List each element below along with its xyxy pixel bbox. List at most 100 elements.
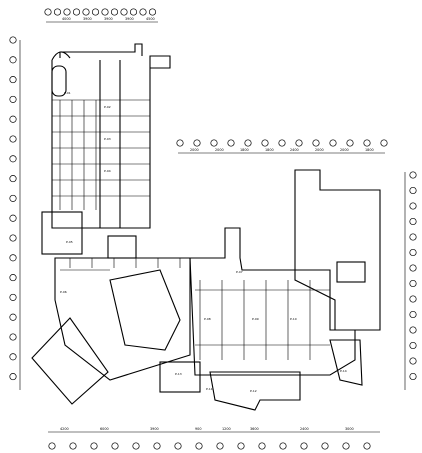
axis-bubble xyxy=(216,442,224,450)
axis-bubble xyxy=(53,8,62,16)
axis-bubble xyxy=(153,442,161,450)
dimension-label: 3900 xyxy=(104,17,113,21)
dimension-label: 4500 xyxy=(146,17,155,21)
axis-bubble xyxy=(90,442,98,450)
axis-bubble xyxy=(101,8,109,16)
room-tag: P-12 xyxy=(250,389,257,393)
dimension-label: 1800 xyxy=(265,148,274,152)
room-partitions xyxy=(52,99,330,360)
axis-bubble xyxy=(129,8,138,16)
axis-bubble xyxy=(9,115,17,123)
axis-bubble xyxy=(300,442,308,450)
axis-bubble xyxy=(409,264,417,272)
dimension-label: 2000 xyxy=(215,148,224,152)
axis-bubble xyxy=(329,139,337,147)
axis-bubble xyxy=(409,295,417,303)
axis-bubble xyxy=(111,442,119,450)
axis-bubble xyxy=(9,274,17,282)
dimension-label: 3900 xyxy=(150,427,159,431)
axis-bubble xyxy=(9,95,17,103)
room-tag: P-01 xyxy=(64,91,71,95)
axis-bubble xyxy=(409,357,417,365)
axis-bubble xyxy=(132,442,140,450)
axis-bubble xyxy=(409,326,417,334)
axis-bubble xyxy=(363,139,371,147)
axis-bubble xyxy=(9,333,17,341)
axis-bubbles xyxy=(9,8,417,450)
dimension-label: 1800 xyxy=(240,148,249,152)
axis-bubble xyxy=(261,139,269,147)
axis-bubble xyxy=(120,8,128,16)
axis-bubble xyxy=(237,442,245,450)
dimension-label: 4200 xyxy=(60,427,69,431)
top-dimension-text: 4000 3900 3900 3900 4500 xyxy=(62,17,155,21)
dimension-label: 2000 xyxy=(340,148,349,152)
room-tag: P-05 xyxy=(66,240,73,244)
axis-bubble xyxy=(44,8,52,16)
axis-bubble xyxy=(9,254,17,262)
axis-bubble xyxy=(295,139,303,147)
dimension-label: 900 xyxy=(195,427,201,431)
dimension-label: 2400 xyxy=(300,427,309,431)
room-tag: P-06 xyxy=(60,290,67,294)
axis-bubble xyxy=(363,442,371,450)
room-tag: P-07 xyxy=(236,270,243,274)
dimension-label: 1800 xyxy=(365,148,374,152)
axis-bubble xyxy=(110,8,119,16)
axis-bubble xyxy=(139,8,147,16)
axis-bubble xyxy=(9,373,17,381)
axis-bubble xyxy=(210,139,218,147)
axis-bubble xyxy=(409,279,417,288)
axis-bubble xyxy=(9,194,17,202)
axis-bubble xyxy=(9,353,17,361)
axis-bubble xyxy=(409,372,417,381)
axis-bubble xyxy=(409,248,417,257)
building-walls xyxy=(31,43,381,411)
axis-bubble xyxy=(69,442,77,450)
dimension-label: 3900 xyxy=(83,17,92,21)
axis-bubble xyxy=(409,310,417,319)
dimension-label: 6000 xyxy=(100,427,109,431)
axis-bubble xyxy=(82,8,90,16)
room-tag: P-04 xyxy=(104,169,111,173)
bottom-dimension-text: 4200 6000 3900 900 1200 3600 2400 3000 xyxy=(60,427,354,431)
axis-bubble xyxy=(9,214,17,222)
axis-bubble xyxy=(9,76,17,84)
dimension-label: 2400 xyxy=(290,148,299,152)
dimension-label: 2000 xyxy=(315,148,324,152)
dimension-label: 1200 xyxy=(222,427,231,431)
room-tag: P-10 xyxy=(290,317,297,321)
axis-bubble xyxy=(9,56,17,64)
axis-bubble xyxy=(409,202,417,210)
axis-bubble xyxy=(9,313,17,321)
room-tag: P-09 xyxy=(252,317,259,321)
room-tag: P-11 xyxy=(206,387,213,391)
axis-bubble xyxy=(409,341,417,350)
axis-bubble xyxy=(409,171,417,179)
dimension-label: 4000 xyxy=(62,17,71,21)
room-tags: P-01 P-02 P-03 P-04 P-05 P-06 P-07 P-08 … xyxy=(60,91,347,393)
axis-bubble xyxy=(176,139,184,147)
axis-bubble xyxy=(63,8,71,16)
room-tag: P-03 xyxy=(104,137,111,141)
axis-bubble xyxy=(174,442,182,450)
axis-bubble xyxy=(91,8,100,16)
axis-bubble xyxy=(9,155,17,163)
dimension-label: 3900 xyxy=(125,17,134,21)
axis-bubble xyxy=(346,139,354,147)
axis-bubble xyxy=(342,442,350,450)
axis-bubble xyxy=(409,217,417,226)
axis-bubble xyxy=(258,442,266,450)
axis-bubble xyxy=(48,442,56,450)
room-tag: P-14 xyxy=(340,369,347,373)
axis-bubble xyxy=(72,8,81,16)
room-tag: P-08 xyxy=(204,317,211,321)
axis-bubble xyxy=(193,139,201,147)
dimension-label: 2000 xyxy=(190,148,199,152)
axis-bubble xyxy=(227,139,235,147)
axis-bubble xyxy=(195,442,203,450)
axis-bubble xyxy=(9,234,17,242)
axis-bubble xyxy=(312,139,320,147)
axis-bubble xyxy=(148,8,157,16)
